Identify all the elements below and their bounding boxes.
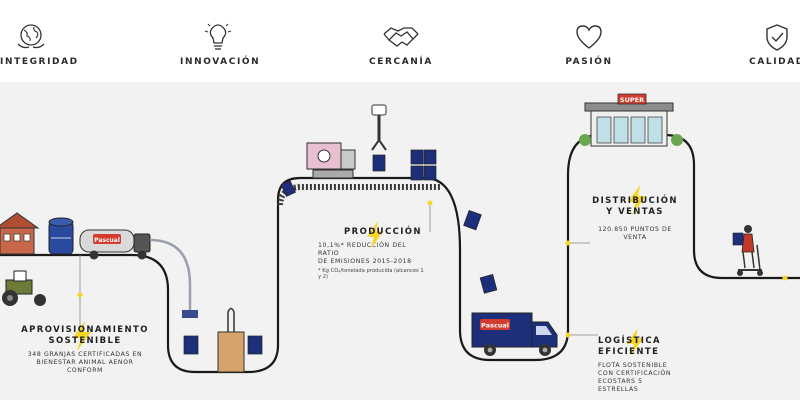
value-pasion: PASIÓN	[556, 22, 622, 67]
heart-icon	[576, 25, 602, 49]
stage-title: PRODUCCIÓN	[344, 227, 422, 237]
store-sign: SUPER	[620, 96, 644, 104]
stage-title: EFICIENTE	[598, 347, 660, 357]
stage-dot	[565, 240, 571, 246]
stage-dot	[77, 292, 83, 298]
value-label: CALIDAD	[749, 57, 800, 67]
flying-carton	[479, 274, 498, 294]
value-calidad: CALIDAD	[746, 22, 800, 67]
flying-carton	[280, 179, 296, 197]
milk-tanker: Pascual	[79, 229, 151, 260]
flying-carton	[463, 209, 482, 231]
lightning-bolt-icon	[73, 321, 91, 351]
value-cercania: CERCANÍA	[366, 22, 436, 67]
stage-aprovisionamiento: APROVISIONAMIENTO SOSTENIBLE 348 GRANJAS…	[20, 321, 150, 375]
brand-logo: Pascual	[94, 237, 120, 244]
value-innovacion: INNOVACIÓN	[180, 22, 261, 67]
stage-title: SOSTENIBLE	[48, 336, 122, 346]
stage-title: Y VENTAS	[606, 207, 664, 217]
stage-logistica: LOGÍSTICA EFICIENTE FLOTA SOSTENIBLE CON…	[598, 328, 684, 394]
stage-description: 10,1%* REDUCCIÓN DEL RATIO DE EMISIONES …	[318, 242, 412, 265]
value-label: INTEGRIDAD	[0, 57, 79, 67]
value-label: PASIÓN	[565, 57, 613, 67]
stage-title: APROVISIONAMIENTO	[21, 325, 149, 335]
farm-house	[0, 212, 40, 255]
factory-machine	[306, 142, 356, 179]
product-cartons	[183, 335, 263, 355]
cardboard-box	[217, 307, 245, 373]
value-integridad: INTEGRIDAD	[0, 22, 79, 67]
stage-distribucion: DISTRIBUCIÓN Y VENTAS 120.850 PUNTOS DE …	[587, 185, 683, 242]
value-label: INNOVACIÓN	[180, 57, 261, 67]
globe-hands-icon	[17, 24, 45, 49]
lightning-bolt-icon	[626, 328, 644, 356]
stage-description: 348 GRANJAS CERTIFICADAS EN BIENESTAR AN…	[27, 351, 143, 374]
stage-description: FLOTA SOSTENIBLE CON CERTIFICACIÓN ECOST…	[598, 362, 672, 393]
product-stack	[410, 149, 437, 181]
lightning-bolt-icon	[628, 185, 646, 215]
value-label: CERCANÍA	[369, 57, 433, 67]
stage-dot	[782, 275, 788, 281]
stage-dot	[565, 332, 571, 338]
stage-produccion: PRODUCCIÓN 10,1%* REDUCCIÓN DEL RATIO DE…	[318, 221, 428, 280]
handshake-icon	[383, 27, 419, 47]
milk-silo	[48, 217, 74, 255]
person-scooter	[732, 225, 763, 276]
lightbulb-icon	[204, 23, 232, 50]
values-header: INTEGRIDAD INNOVACIÓN CERCANÍA PASIÓN	[0, 0, 800, 82]
stage-title: LOGÍSTICA	[598, 336, 661, 346]
conveyor-belt	[277, 184, 440, 206]
lightning-bolt-icon	[366, 221, 384, 249]
milk-pipe	[149, 238, 192, 310]
stage-footnote: * Kg CO₂/tonelada producida (alcances 1 …	[318, 268, 424, 280]
robot-arm	[371, 104, 387, 172]
delivery-truck: Pascual	[471, 312, 558, 356]
stage-dot	[427, 200, 433, 206]
shield-check-icon	[766, 24, 788, 51]
stage-description: 120.850 PUNTOS DE VENTA	[598, 226, 672, 241]
supermarket: SUPER	[579, 93, 683, 147]
brand-logo: Pascual	[481, 322, 509, 330]
stage-title: DISTRIBUCIÓN	[592, 196, 678, 206]
tractor	[2, 270, 46, 306]
